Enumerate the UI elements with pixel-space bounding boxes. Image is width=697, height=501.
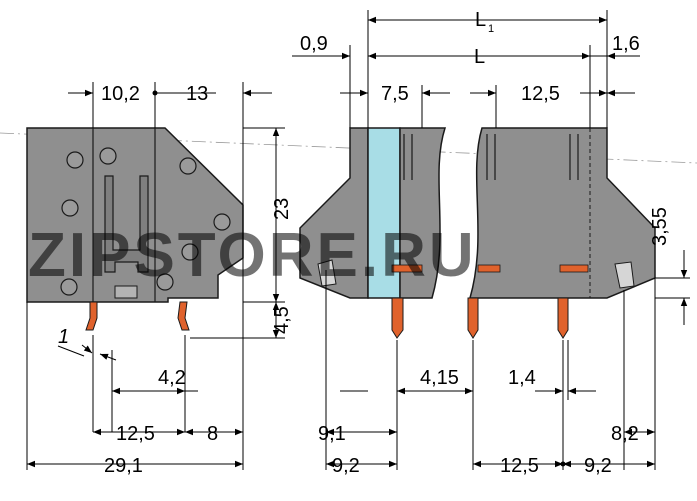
dim-right-edge: 8,2 [611, 423, 639, 445]
front-pin-2 [467, 297, 479, 339]
dim-edge-top: 1,6 [612, 33, 640, 55]
front-pin-1 [391, 297, 404, 339]
side-view [26, 127, 244, 331]
dim-point [560, 461, 566, 467]
dim-total-width: 29,1 [104, 455, 143, 477]
dim-pin-length: 4,5 [271, 306, 293, 334]
side-pin-right [177, 301, 190, 331]
side-hole [61, 199, 79, 217]
side-hole [213, 213, 231, 231]
dim-pin-angle: 1 [58, 326, 69, 348]
front-view [299, 127, 656, 339]
front-contact [477, 264, 501, 273]
watermark-text: ZIPSTORE.RU [28, 221, 477, 290]
dim-pitch-large: 12,5 [521, 83, 560, 105]
dim-pin-width: 1,4 [508, 367, 536, 389]
side-lever-slot [104, 175, 149, 273]
dim-left-edge: 9,1 [318, 423, 346, 445]
front-housing-right [469, 127, 656, 299]
dimension-lines [26, 10, 690, 470]
dim-offset-top: 0,9 [300, 33, 328, 55]
dim-top-right: 13 [186, 83, 208, 105]
dim-pin-height: 3,55 [649, 207, 671, 246]
dim-point [152, 90, 158, 96]
front-latch-right [614, 261, 635, 289]
side-hole [99, 147, 117, 165]
dim-pin-gap: 4,15 [420, 367, 459, 389]
front-latch-left [317, 259, 337, 287]
front-dimension-labels: L 1 L 0,9 1,6 7,5 12,5 3,55 4,15 1,4 9,1… [300, 9, 671, 477]
dim-height: 23 [271, 198, 293, 220]
dim-pitch-small: 7,5 [381, 83, 409, 105]
front-contact [559, 264, 589, 273]
side-hole [156, 273, 174, 291]
side-hole [181, 243, 199, 261]
side-dimension-labels: 10,2 13 23 4,5 1 4,2 12,5 8 29,1 [58, 83, 293, 477]
side-release-tab [114, 285, 138, 299]
front-contact [391, 264, 423, 273]
dim-top-left: 10,2 [101, 83, 140, 105]
dim-right-bottom: 9,2 [584, 455, 612, 477]
dim-length-total: L [475, 9, 486, 31]
dim-length-total-sub: 1 [488, 23, 494, 35]
dim-pitch: 12,5 [116, 423, 155, 445]
side-pin-left [85, 301, 98, 331]
dim-length: L [474, 46, 485, 68]
front-housing-mid [399, 127, 447, 299]
front-pin-3 [557, 297, 569, 339]
side-hole [179, 157, 197, 175]
dim-right-pitch: 12,5 [500, 455, 539, 477]
dim-edge: 8 [207, 423, 218, 445]
side-hole [60, 278, 78, 296]
side-hole [66, 151, 84, 169]
dim-left-bottom: 9,2 [332, 455, 360, 477]
dim-pin-offset: 4,2 [158, 367, 186, 389]
